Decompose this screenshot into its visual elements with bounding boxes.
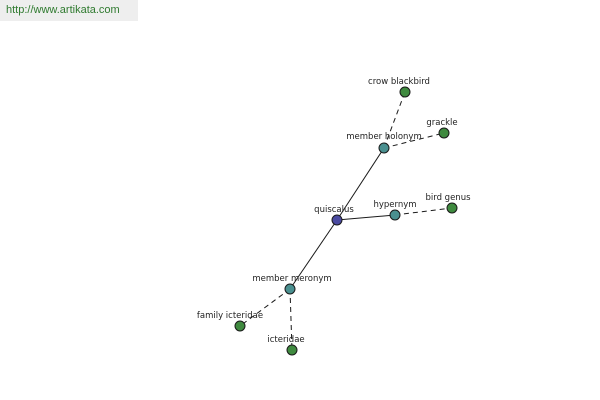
node-bird-genus[interactable]	[446, 202, 458, 214]
node-icteridae[interactable]	[286, 344, 298, 356]
node-grackle[interactable]	[438, 127, 450, 139]
edge-quiscalus-to-hypernym	[336, 214, 396, 221]
edge-member-meronym-to-icteridae	[289, 288, 293, 351]
url-banner: http://www.artikata.com	[0, 0, 138, 21]
node-family-icteridae[interactable]	[234, 320, 246, 332]
edge-hypernym-to-bird-genus	[394, 207, 453, 216]
edge-member-holonym-to-crow-blackbird	[383, 91, 406, 149]
node-label-member-holonym[interactable]: member holonym	[346, 132, 421, 142]
edge-member-holonym-to-grackle	[383, 132, 445, 149]
site-url-link[interactable]: http://www.artikata.com	[6, 4, 120, 16]
edge-member-meronym-to-family-icteridae	[239, 288, 291, 327]
node-member-holonym[interactable]	[378, 142, 390, 154]
node-label-hypernym[interactable]: hypernym	[373, 200, 416, 210]
node-label-quiscalus[interactable]: quiscalus	[314, 205, 354, 215]
graph-edges	[239, 91, 453, 351]
node-hypernym[interactable]	[389, 209, 401, 221]
node-label-crow-blackbird[interactable]: crow blackbird	[368, 77, 430, 87]
node-label-family-icteridae[interactable]: family icteridae	[197, 311, 263, 321]
node-label-icteridae[interactable]: icteridae	[267, 335, 304, 345]
node-label-member-meronym[interactable]: member meronym	[252, 274, 331, 284]
node-label-grackle[interactable]: grackle	[426, 118, 457, 128]
node-label-bird-genus[interactable]: bird genus	[425, 193, 471, 203]
edge-quiscalus-to-member-holonym	[336, 147, 385, 221]
graph-labels: quiscalus member holonym hypernym member me…	[197, 77, 471, 345]
node-quiscalus[interactable]	[331, 214, 343, 226]
node-member-meronym[interactable]	[284, 283, 296, 295]
edge-quiscalus-to-member-meronym	[289, 219, 338, 290]
node-crow-blackbird[interactable]	[399, 86, 411, 98]
graph-nodes	[234, 86, 458, 356]
